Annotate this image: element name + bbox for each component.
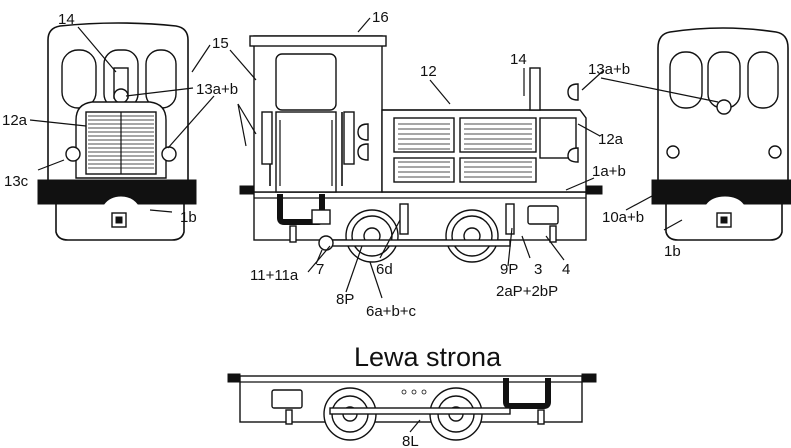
- label-11-11a: 11+11a: [250, 267, 299, 284]
- left-side-view: [227, 373, 597, 441]
- label-8p: 8P: [336, 291, 354, 308]
- label-1ab: 1a+b: [592, 163, 626, 180]
- label-13c: 13c: [4, 173, 29, 190]
- leader-lines: [29, 17, 719, 433]
- label-8l: 8L: [402, 433, 419, 448]
- label-16: 16: [372, 9, 389, 26]
- label-14-front: 14: [58, 11, 75, 28]
- side-view: [239, 35, 603, 263]
- callout-labels: 14 16 15 13a+b 12a 13c 1b 12 14 13a+b 12…: [2, 9, 681, 448]
- label-3: 3: [534, 261, 542, 278]
- label-6abc: 6a+b+c: [366, 303, 417, 320]
- left-side-title: Lewa strona: [354, 342, 502, 372]
- label-14-side: 14: [510, 51, 527, 68]
- label-6d: 6d: [376, 261, 393, 278]
- label-1b-rear: 1b: [664, 243, 681, 260]
- label-10ab: 10a+b: [602, 209, 644, 226]
- label-13ab-front: 13a+b: [196, 81, 238, 98]
- label-7: 7: [316, 261, 324, 278]
- label-12a-front: 12a: [2, 112, 28, 129]
- label-13ab-side: 13a+b: [588, 61, 630, 78]
- label-4: 4: [562, 261, 570, 278]
- label-2ap-2bp: 2aP+2bP: [496, 283, 558, 300]
- front-grille: [85, 111, 157, 175]
- label-1b-front: 1b: [180, 209, 197, 226]
- rear-view-right: [651, 27, 791, 241]
- label-9p: 9P: [500, 261, 518, 278]
- front-view-left: [37, 22, 197, 241]
- label-12: 12: [420, 63, 437, 80]
- label-12a-side: 12a: [598, 131, 624, 148]
- label-15: 15: [212, 35, 229, 52]
